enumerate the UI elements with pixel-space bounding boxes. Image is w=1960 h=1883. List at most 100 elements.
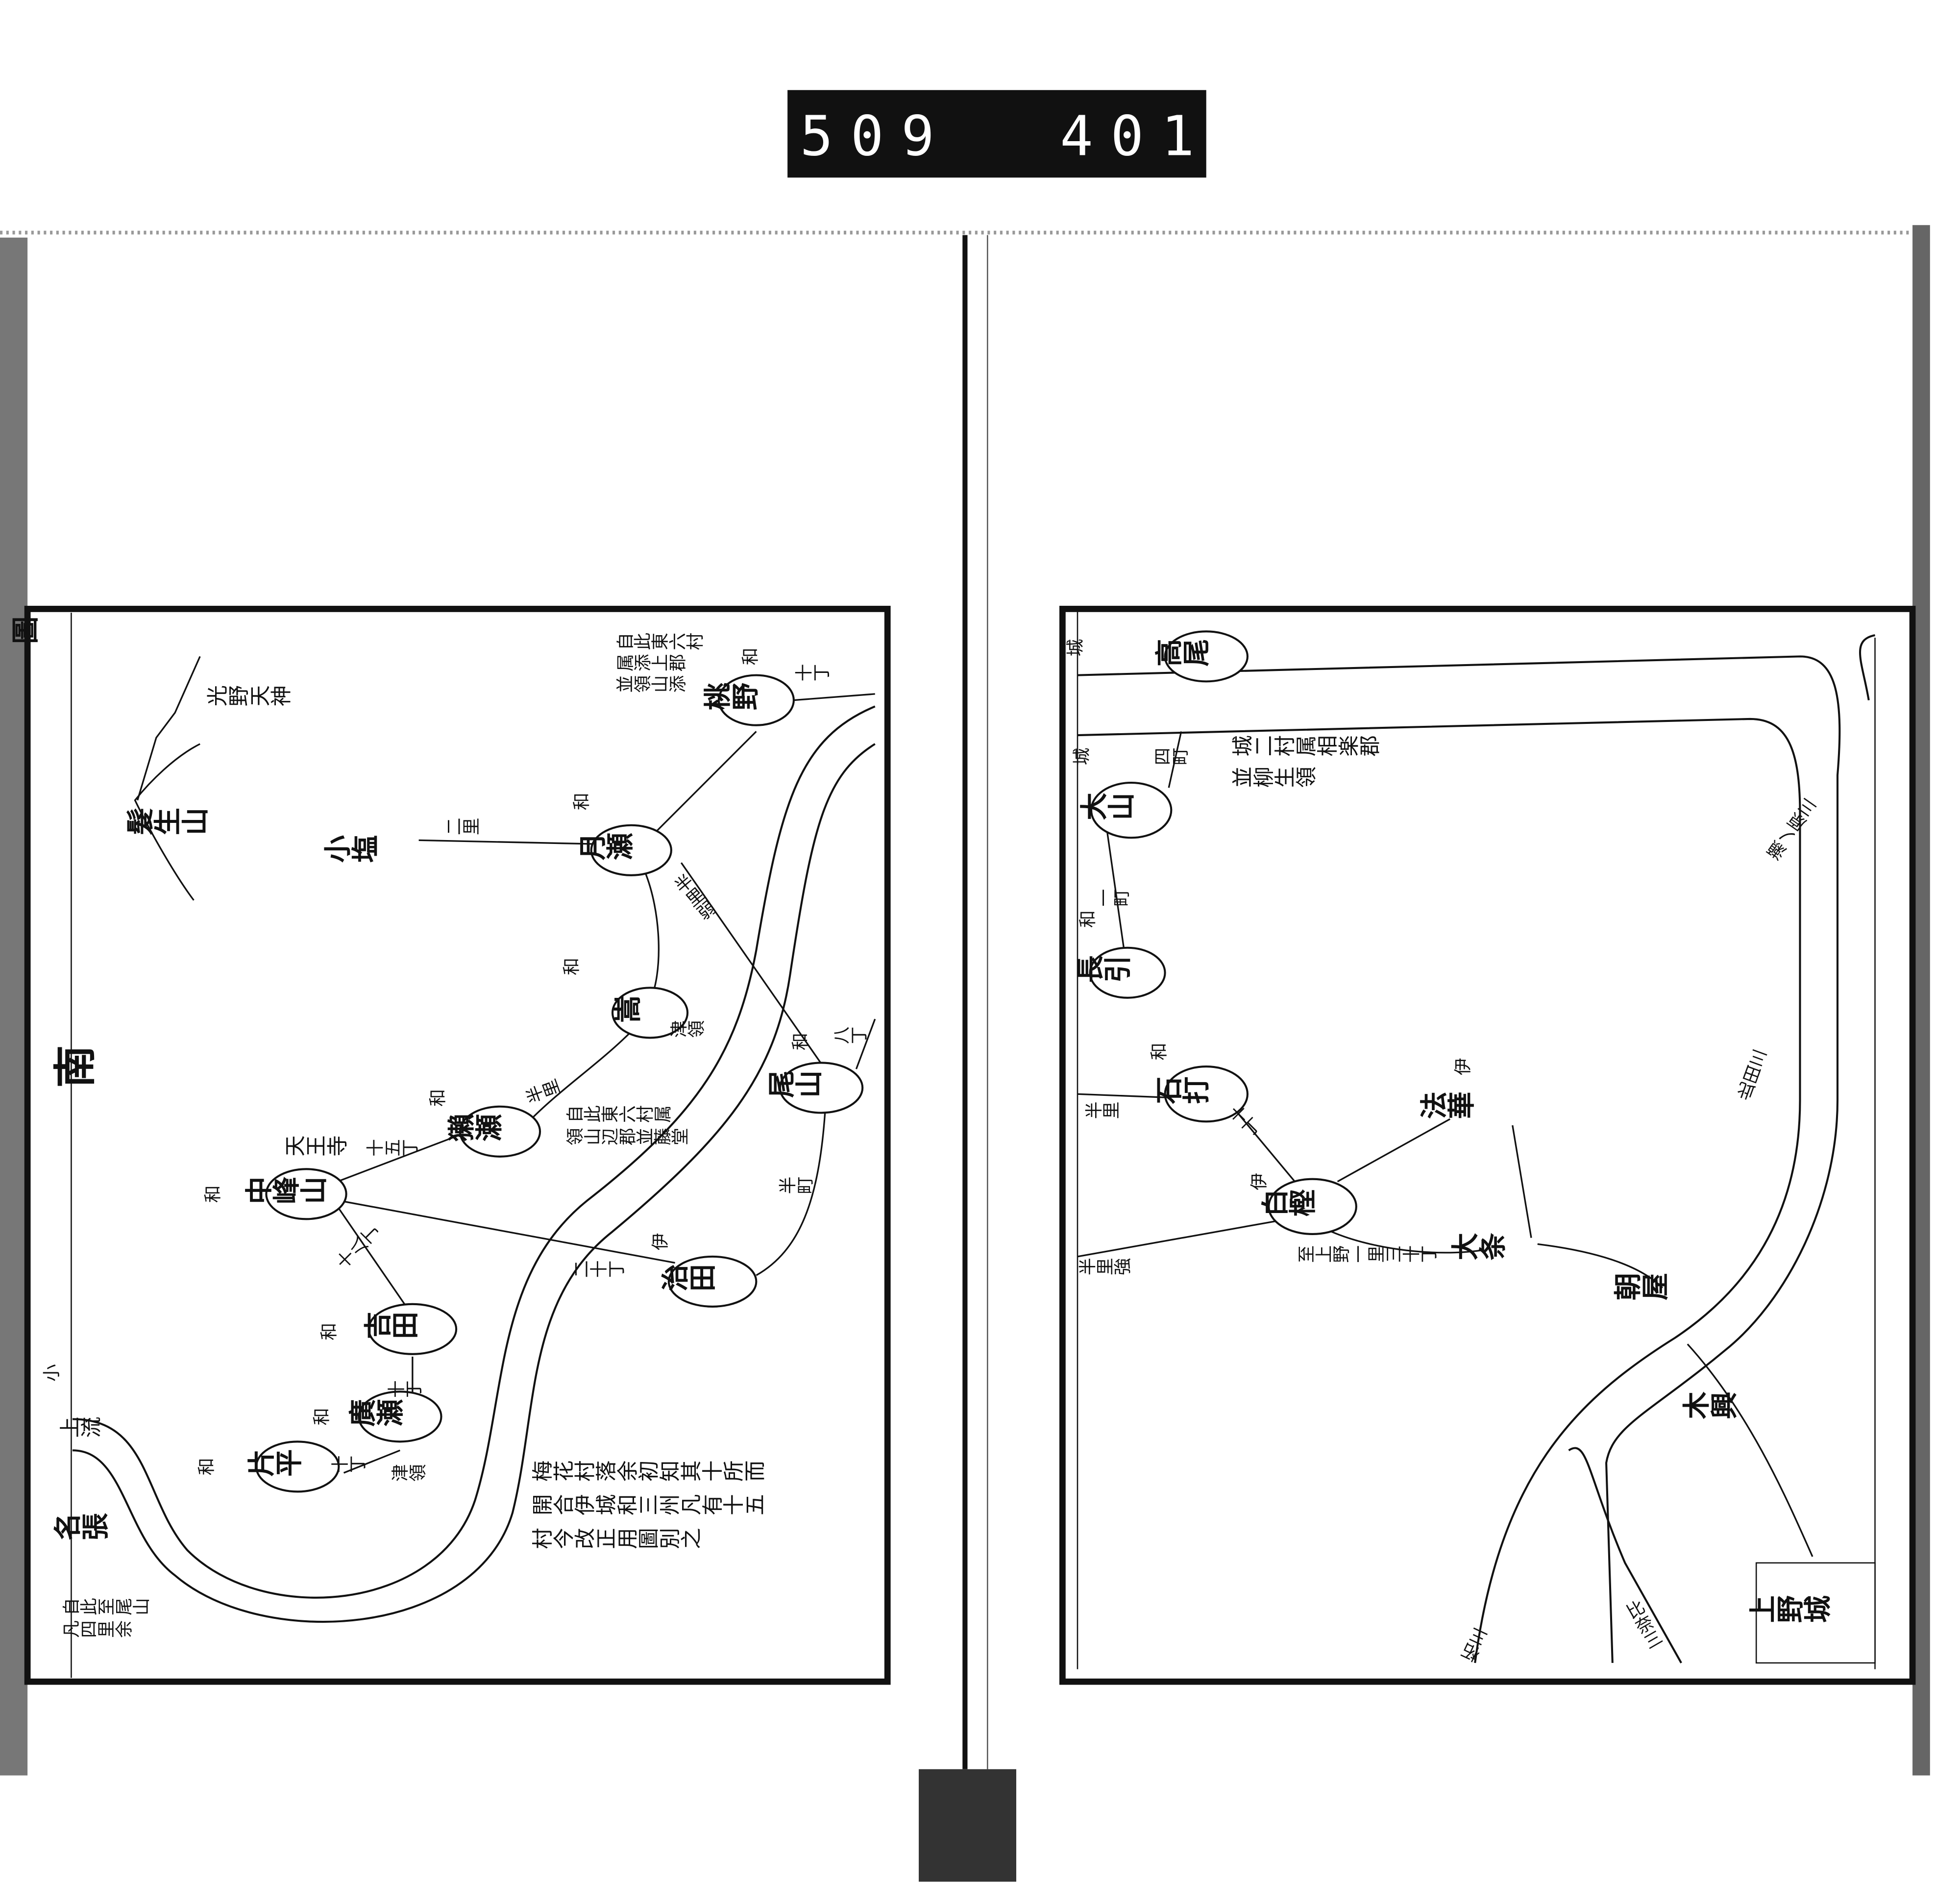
domain-mark: 和 bbox=[319, 1323, 340, 1340]
koshio-distance: 二里 bbox=[444, 818, 482, 835]
village-katahira: 片平 和 bbox=[197, 1440, 340, 1493]
village-name: 片平 bbox=[246, 1449, 306, 1477]
domain-mark: 和 bbox=[312, 1408, 332, 1426]
village-name: 中峰山 bbox=[243, 1177, 330, 1204]
catalog-id-left: 509 bbox=[800, 104, 952, 168]
note-line: 自此東六村属 bbox=[565, 1105, 673, 1123]
place-hokke: 法華 bbox=[1418, 1091, 1478, 1119]
distance-label: 十丁 bbox=[387, 1380, 424, 1398]
upstream-label: 上流 bbox=[58, 1416, 104, 1437]
note-top: 自此東六村 属添上郡 並領山添 bbox=[615, 633, 706, 693]
village-tsukigase: 月瀬 和 bbox=[572, 793, 672, 876]
village-takao: 高尾 城 bbox=[1066, 630, 1249, 683]
note-line: 領山辺郡並藤堂 bbox=[565, 1128, 690, 1145]
distance-label: 十丁 bbox=[331, 1455, 368, 1473]
village-ishiuchi: 石打 和 bbox=[1150, 1043, 1249, 1123]
domain-mark: 和 bbox=[197, 1458, 217, 1476]
corner-mark: 圖 bbox=[9, 617, 42, 644]
right-roads bbox=[1077, 731, 1813, 1557]
distance-label: 一町 bbox=[1094, 889, 1132, 907]
domain-mark: 和 bbox=[790, 1033, 810, 1050]
distance-label: 半里 bbox=[1084, 1102, 1122, 1119]
domain-mark: 伊 bbox=[1453, 1058, 1473, 1075]
village-oyama-right: 大山 城 bbox=[1072, 748, 1173, 839]
river-bank-right-2 bbox=[1077, 718, 1801, 1663]
edge-mark: 小 bbox=[42, 1364, 62, 1382]
domain-mark: 和 bbox=[203, 1185, 223, 1203]
book-pages bbox=[0, 225, 1960, 1882]
catalog-id-right: 401. bbox=[1060, 104, 1262, 168]
note-line: 属添上郡 bbox=[615, 654, 688, 671]
village-name: 獺瀬 bbox=[446, 1114, 506, 1141]
distance-label: 十丁 bbox=[794, 664, 832, 682]
mountain-label: 髮生山 bbox=[124, 808, 212, 835]
distance-label: 半里強 bbox=[1078, 1258, 1133, 1275]
note-line: 城二村属相楽郡 bbox=[1231, 735, 1383, 756]
village-name: 尾山 bbox=[766, 1070, 826, 1098]
note-bottom: 梅花村落余初知其十所而 開合伊城和三州凡有十五 村今改正用圖別之 bbox=[531, 1461, 768, 1549]
village-harita: 治田 伊 bbox=[651, 1233, 758, 1308]
domain-mark: 城 bbox=[1066, 639, 1086, 657]
village-name: 高尾 bbox=[1153, 639, 1213, 667]
village-nakanomine: 中峰山 和 bbox=[203, 1168, 347, 1220]
village-momono: 桃野 和 bbox=[702, 648, 795, 726]
village-nagahiki: 長引 和 bbox=[1075, 910, 1166, 999]
village-name: 嵩 bbox=[612, 995, 644, 1023]
domain-mark: 和 bbox=[572, 793, 592, 810]
note-line: 並領山添 bbox=[615, 675, 688, 693]
note-middle: 自此東六村属 領山辺郡並藤堂 bbox=[565, 1105, 690, 1145]
domain-mark: 和 bbox=[1150, 1043, 1170, 1061]
village-oyama: 尾山 和 bbox=[766, 1033, 864, 1114]
village-osose: 獺瀬 和 bbox=[428, 1089, 541, 1158]
village-name: 桃野 bbox=[702, 683, 762, 710]
note-line: 並柳生領 bbox=[1231, 767, 1319, 788]
domain-mark: 城 bbox=[1072, 748, 1092, 766]
village-name: 廣瀬 bbox=[347, 1399, 407, 1427]
river-bank-inner bbox=[72, 743, 876, 1623]
river-bank-right-1 bbox=[1077, 655, 1841, 1663]
distance-label: 半町 bbox=[778, 1177, 816, 1194]
distance-label: 十五丁 bbox=[366, 1139, 420, 1157]
note-line: 自此東六村 bbox=[615, 633, 706, 650]
domain-mark: 和 bbox=[1078, 910, 1098, 928]
mountain-outline bbox=[134, 743, 200, 901]
village-suse: 嵩 和 bbox=[562, 958, 689, 1039]
distance-label: 至上野一里三十丁 bbox=[1297, 1245, 1440, 1263]
koshio-label: 小塩 bbox=[322, 835, 382, 863]
village-name: 長引 bbox=[1075, 955, 1134, 983]
shrine-label: 光野天神 bbox=[206, 685, 294, 706]
tsu-domain-label: 津領 bbox=[669, 1020, 707, 1038]
distance-label: 二十丁 bbox=[572, 1261, 627, 1278]
tsu-domain-label: 津領 bbox=[391, 1464, 428, 1482]
river-edge bbox=[1859, 634, 1875, 700]
place-ojo: 大条 bbox=[1449, 1233, 1509, 1260]
village-name: 石打 bbox=[1153, 1077, 1213, 1104]
distance-label: 四町 bbox=[1153, 748, 1191, 766]
domain-mark: 和 bbox=[740, 648, 760, 666]
mountain-outline-2 bbox=[137, 656, 201, 801]
river-branch bbox=[1568, 1447, 1682, 1663]
village-name: 治田 bbox=[660, 1264, 719, 1291]
place-asaya: 朝屋 bbox=[1612, 1273, 1672, 1300]
nabari-note-1: 自此至尾山 bbox=[62, 1598, 152, 1615]
domain-mark: 伊 bbox=[651, 1233, 671, 1250]
village-name: 白樫 bbox=[1259, 1189, 1319, 1216]
domain-mark: 伊 bbox=[1250, 1173, 1270, 1190]
place-kiko: 木興 bbox=[1681, 1391, 1740, 1419]
domain-mark: 和 bbox=[562, 958, 582, 975]
left-map: 圖 小 南 髮生山 光野天神 上流 名張 自此至尾山 凡四里余 bbox=[9, 606, 891, 1685]
distance-label: 八丁 bbox=[832, 1026, 870, 1044]
direction-label: 南 bbox=[51, 1045, 100, 1088]
ueno-castle-box: 上野城 bbox=[1747, 1562, 1876, 1664]
note-line: 梅花村落余初知其十所而 bbox=[531, 1461, 768, 1482]
right-distance-labels: 四町 一町 半里 十丁 半里強 至上野一里三十丁 bbox=[1078, 748, 1439, 1276]
note-line: 村今改正用圖別之 bbox=[531, 1528, 704, 1549]
village-yoshida: 吉田 和 bbox=[319, 1303, 458, 1355]
river-bank-outer bbox=[72, 705, 876, 1599]
right-note: 城二村属相楽郡 並柳生領 bbox=[1231, 735, 1383, 788]
village-hirose: 廣瀬 和 bbox=[312, 1390, 442, 1443]
right-places: 法華 伊 大条 朝屋 木興 bbox=[1418, 1058, 1740, 1419]
village-name: 月瀬 bbox=[577, 833, 637, 860]
domain-mark: 和 bbox=[428, 1089, 448, 1107]
